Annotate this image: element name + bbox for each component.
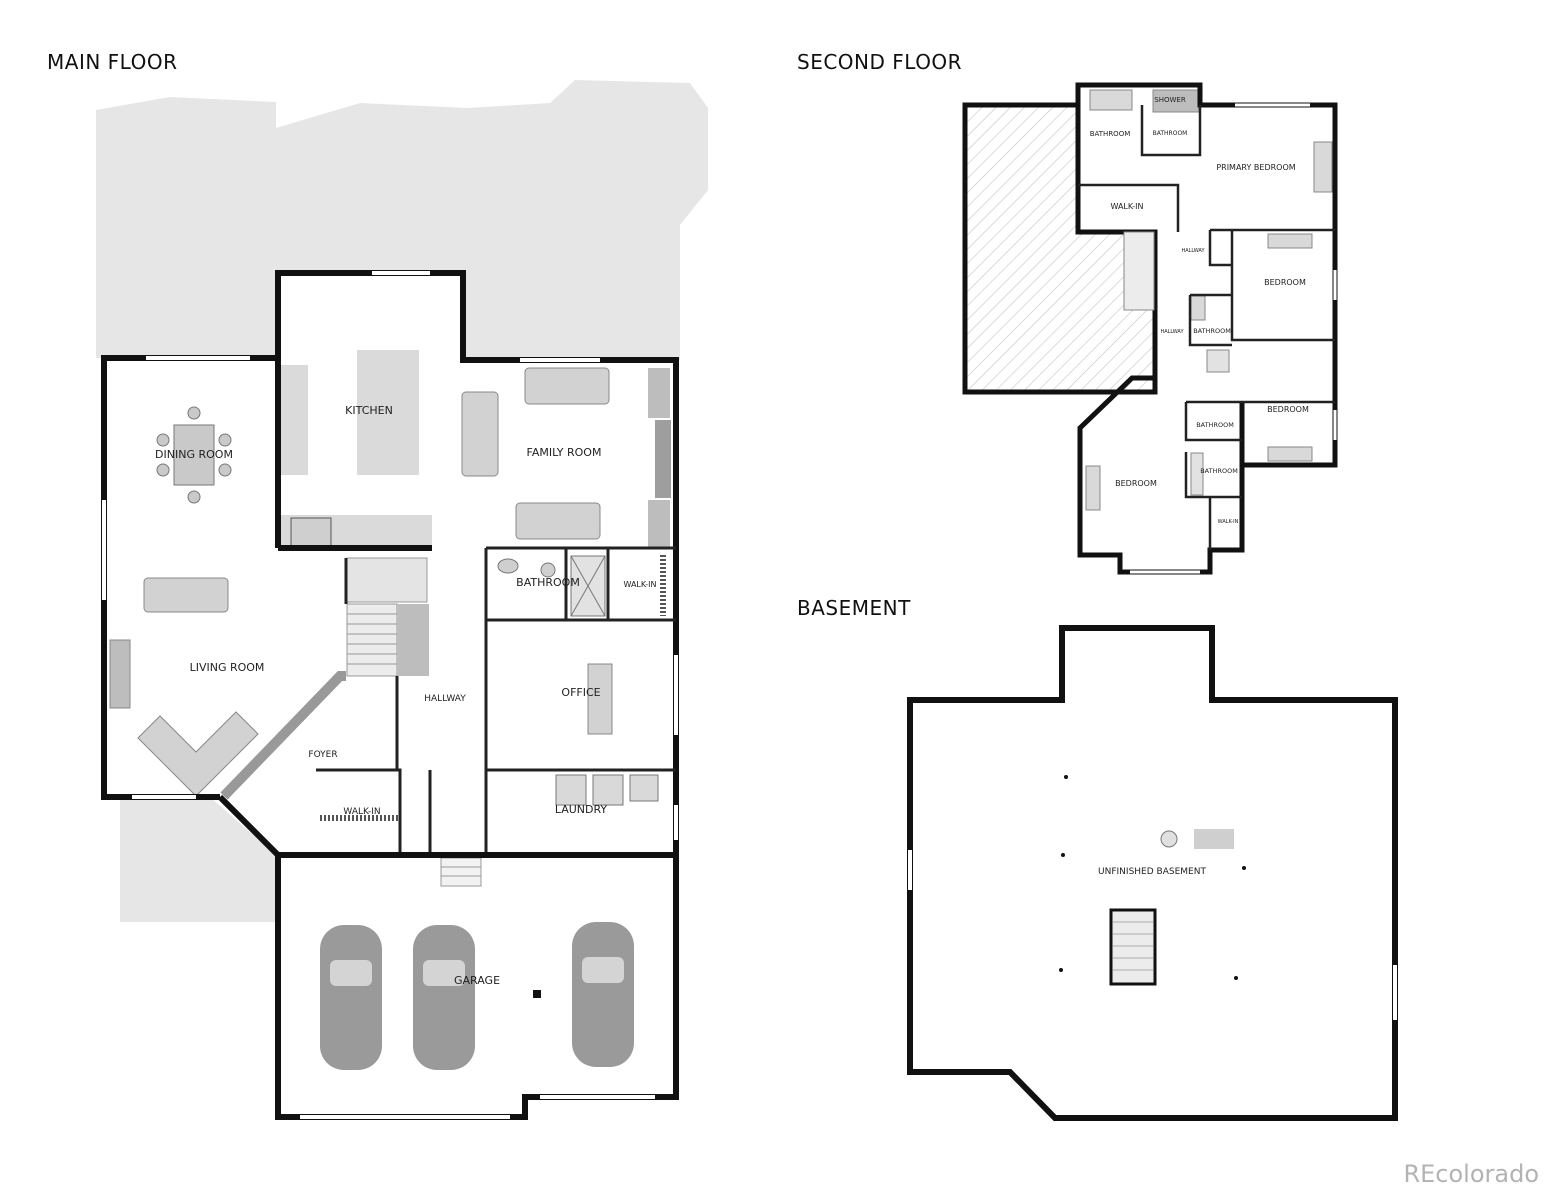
basement-walls xyxy=(907,625,1398,1121)
second-floor-heading: SECOND FLOOR xyxy=(797,50,963,74)
label-walk-in-1: WALK-IN xyxy=(623,580,656,589)
windows xyxy=(102,271,678,1119)
family-room-furniture xyxy=(461,367,671,548)
label-sf-bathroom-3: BATHROOM xyxy=(1193,327,1231,335)
label-foyer: FOYER xyxy=(308,750,337,760)
basement-windows xyxy=(908,850,1397,1020)
label-dining-room: DINING ROOM xyxy=(155,448,233,461)
label-sf-bedroom-1: BEDROOM xyxy=(1264,278,1306,287)
label-sf-bathroom-4: BATHROOM xyxy=(1196,421,1234,429)
label-sf-bedroom-2: BEDROOM xyxy=(1267,405,1309,414)
label-sf-bathroom-2: BATHROOM xyxy=(1153,130,1188,137)
label-shower: SHOWER xyxy=(1154,96,1186,104)
living-room-furniture xyxy=(109,577,259,797)
main-floor-plan xyxy=(96,80,708,1120)
label-sf-walk-in-2: WALK-IN xyxy=(1218,519,1239,525)
label-sf-walk-in: WALK-IN xyxy=(1110,202,1143,211)
basement-heading: BASEMENT xyxy=(797,596,911,620)
second-floor-walls xyxy=(1075,82,1338,575)
basement-plan xyxy=(907,625,1398,1121)
stairs-main xyxy=(346,557,429,677)
label-unfinished-basement: UNFINISHED BASEMENT xyxy=(1098,867,1206,877)
label-sf-bathroom-1: BATHROOM xyxy=(1090,130,1131,138)
garage-entry-steps xyxy=(440,857,482,887)
main-floor-heading: MAIN FLOOR xyxy=(47,50,178,74)
label-sf-bedroom-3: BEDROOM xyxy=(1115,479,1157,488)
label-sf-bathroom-5: BATHROOM xyxy=(1200,467,1238,475)
basement-fixtures xyxy=(1059,775,1246,986)
label-kitchen: KITCHEN xyxy=(345,404,393,417)
label-bathroom: BATHROOM xyxy=(516,576,580,589)
front-walk-area xyxy=(120,797,276,922)
recolorado-watermark: REcolorado xyxy=(1403,1160,1539,1188)
laundry-fixtures xyxy=(555,774,659,806)
main-floor-interior-walls xyxy=(220,546,676,852)
label-sf-hallway-2: HALLWAY xyxy=(1160,329,1184,335)
walk-in-closet-hatch xyxy=(320,555,666,821)
garage-cars xyxy=(320,922,634,1070)
label-walk-in-2: WALK-IN xyxy=(343,807,380,817)
second-floor-fixtures xyxy=(1085,89,1333,511)
second-floor-plan xyxy=(962,82,1338,575)
second-floor-interior-walls xyxy=(1078,105,1335,550)
label-primary-bedroom: PRIMARY BEDROOM xyxy=(1216,163,1295,172)
label-hallway: HALLWAY xyxy=(424,694,466,704)
label-sf-hallway-1: HALLWAY xyxy=(1181,248,1205,254)
label-laundry: LAUNDRY xyxy=(555,803,608,816)
office-desk xyxy=(587,663,613,735)
kitchen-fixtures xyxy=(280,350,432,549)
rear-patio-area xyxy=(96,80,708,360)
label-garage: GARAGE xyxy=(454,974,500,987)
label-family-room: FAMILY ROOM xyxy=(527,446,602,459)
second-floor-windows xyxy=(1130,103,1337,574)
label-office: OFFICE xyxy=(561,686,600,699)
dining-table xyxy=(156,406,232,504)
bathroom-fixtures xyxy=(497,555,606,617)
label-living-room: LIVING ROOM xyxy=(190,661,265,674)
